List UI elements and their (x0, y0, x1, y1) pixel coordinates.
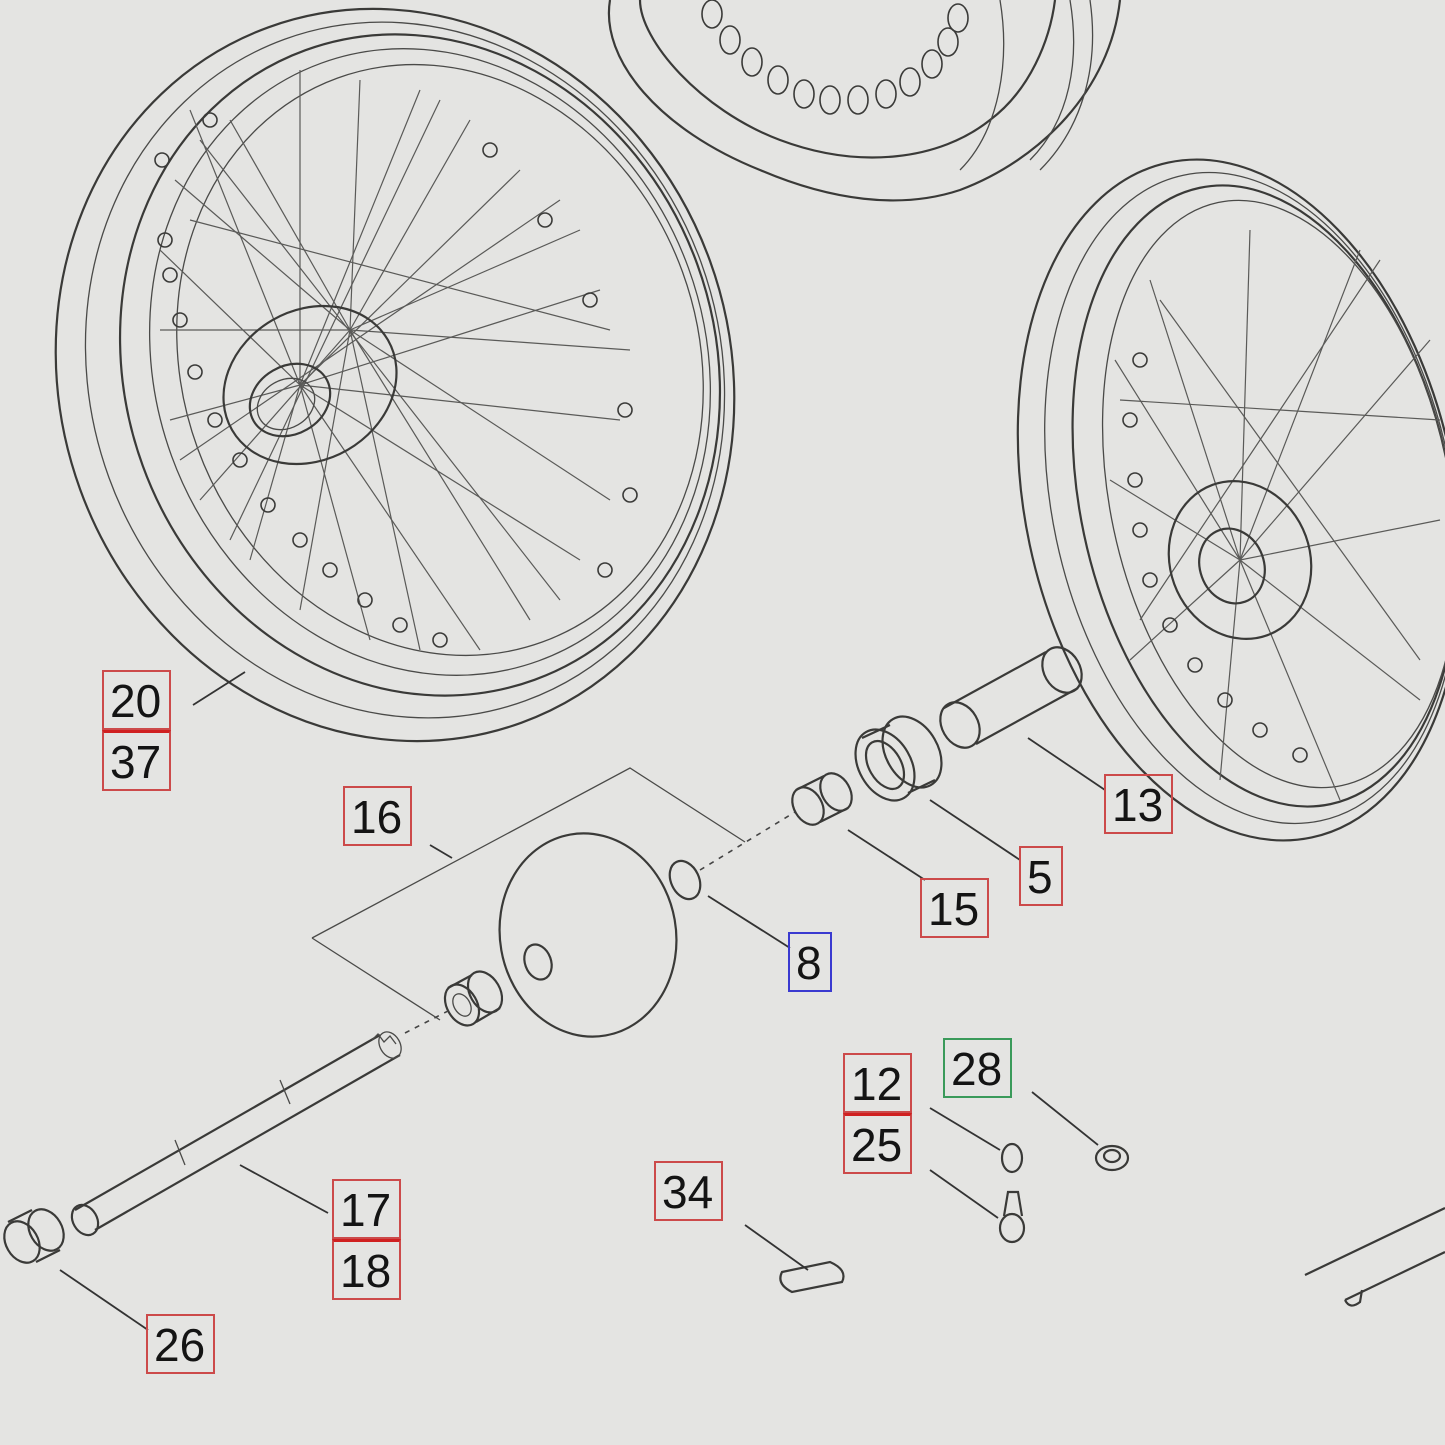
callout-label-16: 16 (343, 786, 413, 846)
hub-drum (607, 0, 1122, 202)
callout-8[interactable]: 8 (788, 932, 832, 992)
right-rim-nipples (1122, 352, 1308, 763)
leader-lines (59, 671, 1106, 1331)
callout-label-15: 15 (920, 878, 990, 938)
callout-label-37: 37 (102, 730, 172, 791)
kit-outline-plane (311, 767, 746, 1021)
callout-13[interactable]: 13 (1104, 774, 1174, 834)
callout-label-12: 12 (843, 1053, 913, 1113)
callout-16[interactable]: 16 (343, 786, 413, 846)
callout-5[interactable]: 5 (1019, 846, 1063, 906)
left-spoked-wheel (54, 7, 736, 743)
assembly-centerline (699, 811, 796, 871)
valve-stem (998, 1190, 1026, 1244)
callout-28[interactable]: 28 (943, 1038, 1013, 1098)
callout-label-5: 5 (1019, 846, 1063, 906)
callout-label-18: 18 (332, 1239, 402, 1300)
callout-15[interactable]: 15 (920, 878, 990, 938)
callout-label-34: 34 (654, 1161, 724, 1221)
callout-label-26: 26 (146, 1314, 216, 1374)
spacer-tube (939, 646, 1083, 749)
callout-label-28: 28 (943, 1038, 1013, 1098)
brake-disc (498, 832, 678, 1038)
right-wheel-spokes (1109, 229, 1441, 801)
axle-cap (3, 1208, 65, 1264)
left-wheel-spokes (159, 70, 631, 651)
balance-weight (779, 1260, 845, 1294)
callout-20-37[interactable]: 20 37 (102, 670, 172, 791)
callout-26[interactable]: 26 (146, 1314, 216, 1374)
bearing (854, 715, 943, 802)
callout-12-25[interactable]: 12 25 (843, 1053, 913, 1174)
left-rim-nipples (154, 112, 638, 648)
callout-label-17: 17 (332, 1179, 402, 1239)
callout-label-20: 20 (102, 670, 172, 730)
right-spoked-wheel (1016, 158, 1445, 842)
spacer-short (791, 772, 853, 826)
lock-nut (1094, 1144, 1130, 1172)
axle (70, 1009, 451, 1237)
drum-holes (701, 0, 969, 115)
callout-label-8: 8 (788, 932, 832, 992)
o-ring (668, 859, 702, 901)
callout-label-13: 13 (1104, 774, 1174, 834)
callout-34[interactable]: 34 (654, 1161, 724, 1221)
axle-spacer (443, 970, 504, 1027)
valve-cap (1000, 1142, 1024, 1174)
callout-label-25: 25 (843, 1113, 913, 1174)
hex-key (1304, 1207, 1445, 1307)
callout-17-18[interactable]: 17 18 (332, 1179, 402, 1300)
